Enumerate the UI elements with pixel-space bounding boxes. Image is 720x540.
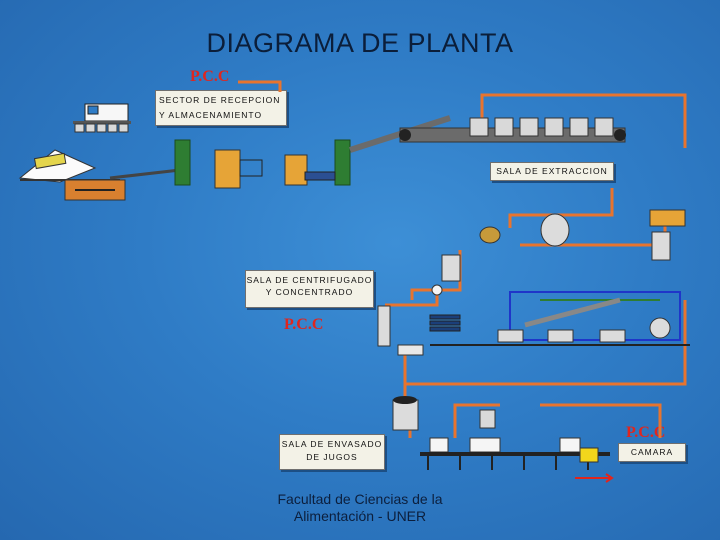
label-line: Y ALMACENAMIENTO [159,110,263,120]
water-tank [304,171,336,181]
pallet-platform [73,121,131,124]
operator-station [239,159,263,177]
storage-crates [74,123,129,133]
label-line: DE JUGOS [306,452,358,462]
forklift [579,447,599,463]
pcc-marker-envasado: P.C.C [626,424,666,441]
label-line: SECTOR DE RECEPCION [159,95,281,105]
arrow-to-camara [605,473,614,483]
label-sala-envasado: SALA DE ENVASADO DE JUGOS [279,434,385,470]
label-line: Y CONCENTRADO [265,287,354,297]
footer-institution: Facultad de Ciencias de la Alimentación … [265,491,455,525]
label-sala-extraccion: SALA DE EXTRACCION [490,162,614,181]
centrifugado-area [377,209,690,356]
concentrator-1 [497,329,524,343]
control-panel [397,344,424,356]
evaporator-loop [509,291,681,341]
label-line: SALA DE CENTRIFUGADO [246,275,373,285]
concentrator-3 [599,329,626,343]
pcc-marker-recepcion: P.C.C [190,68,230,85]
dosing-unit [479,409,496,429]
footer-line: Facultad de Ciencias de la [277,491,443,507]
sorting-table [214,149,241,189]
label-camara: CAMARA [618,443,686,462]
finisher [479,226,501,244]
extractor-units [469,117,614,137]
envasado-area [392,396,614,483]
sealer [559,437,581,453]
condenser [649,317,671,339]
filler-2 [469,437,501,453]
truck-cab [87,105,99,115]
tall-column [377,305,391,347]
elevator-1 [174,139,191,186]
evaporator-effect [524,297,621,328]
pump [431,284,443,296]
pcc-marker-centrifugado: P.C.C [284,316,324,333]
recepcion-area [18,103,626,201]
packing-line [420,452,610,456]
line-legs [427,456,589,470]
elevator-2 [334,139,351,186]
centrifuge-1 [540,213,570,247]
belt-to-sorter [109,168,181,180]
footer-line: Alimentación - UNER [293,508,427,524]
brush-washer [284,154,308,186]
filler-1 [429,437,449,453]
concentrator-2 [547,329,574,343]
pulp-tank [649,209,686,227]
slide-title: DIAGRAMA DE PLANTA [206,28,514,58]
heat-exchanger [429,314,461,332]
label-sala-centrifugado: SALA DE CENTRIFUGADO Y CONCENTRADO [245,270,374,308]
fruit-load [33,152,67,170]
label-sector-recepcion: SECTOR DE RECEPCION Y ALMACENAMIENTO [155,90,287,126]
buffer-tank-2 [441,254,461,282]
buffer-tank-1 [651,231,671,261]
storage-tank [392,399,419,431]
label-line: SALA DE ENVASADO [281,439,383,449]
